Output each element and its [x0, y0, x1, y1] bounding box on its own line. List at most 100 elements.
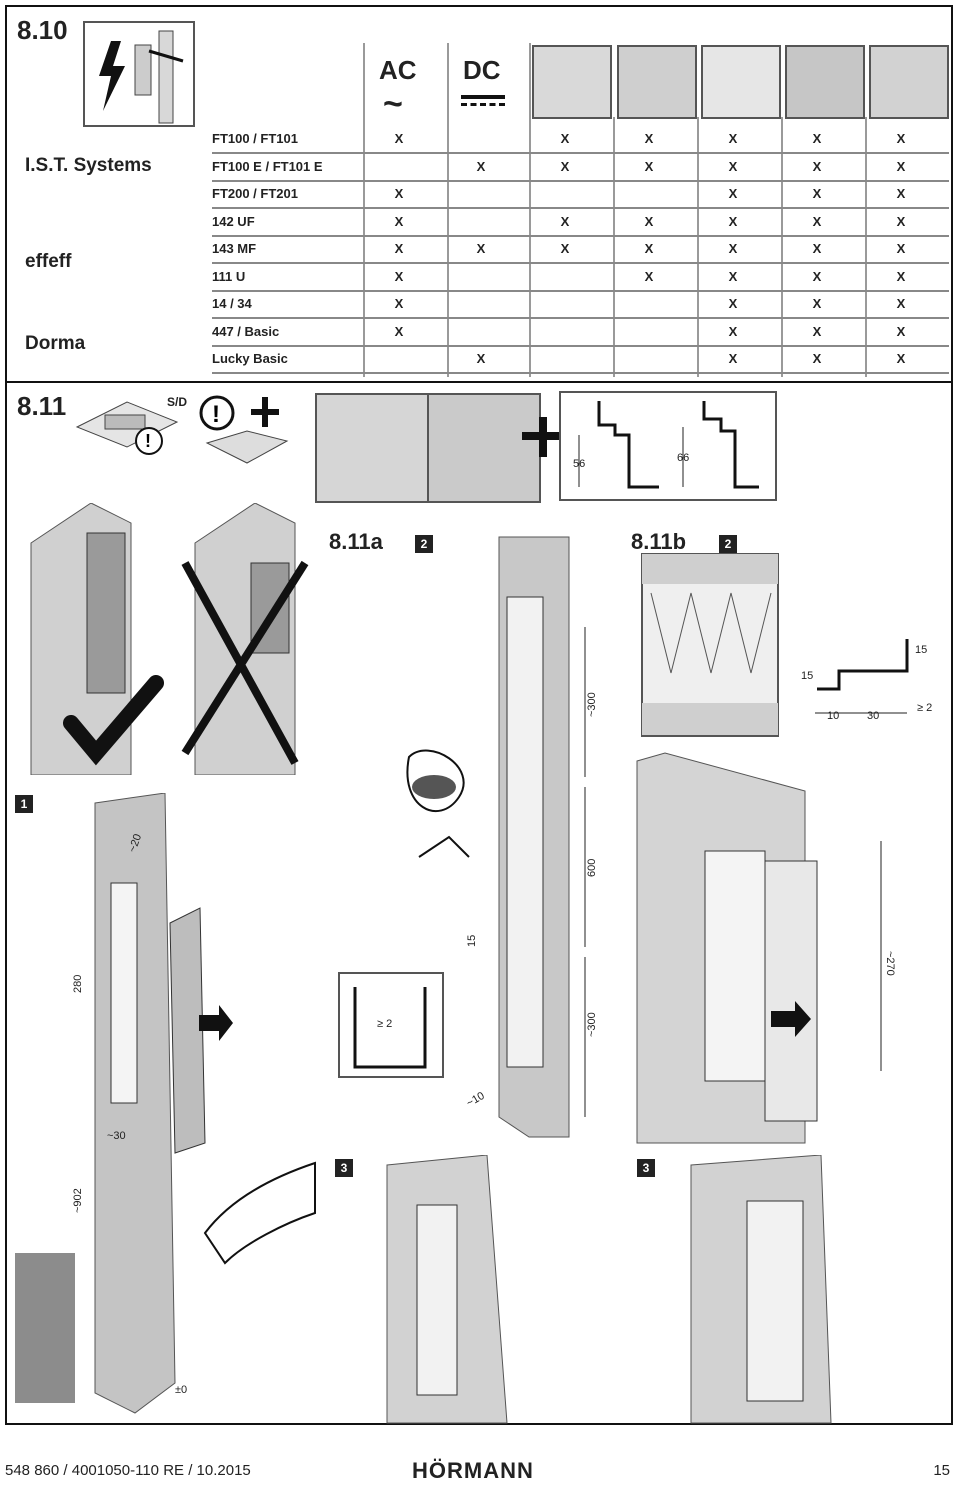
compatibility-mark: X — [644, 213, 654, 229]
compatibility-mark: X — [560, 158, 570, 174]
profile-dim-66: 66 — [677, 452, 689, 464]
dim-b-15-left: 15 — [801, 670, 813, 682]
dc-header: DC — [463, 55, 501, 85]
thumb-door-indoor — [701, 45, 781, 119]
compatibility-mark: X — [896, 351, 906, 366]
compatibility-mark: X — [896, 131, 906, 146]
compatibility-mark: X — [896, 268, 906, 284]
compatibility-mark: X — [812, 213, 822, 229]
compatibility-mark: X — [476, 241, 486, 256]
thumb-outdoor-weather — [617, 45, 697, 119]
profile-offset-diagram: 15 15 10 30 ≥ 2 — [801, 639, 932, 722]
brand-effeff: effeff — [25, 251, 72, 272]
dim-b-15-right: 15 — [915, 644, 927, 656]
model-name: 447 / Basic — [212, 323, 280, 339]
compatibility-mark: X — [812, 186, 822, 201]
frame-profile-diagram: 56 66 — [559, 391, 777, 501]
plus-icon-vertical — [539, 417, 547, 457]
cutting-illustration: ~20 280 ~30 ~902 ±0 — [15, 793, 316, 1414]
model-name: FT100 E / FT101 E — [212, 158, 323, 174]
compatibility-mark: X — [896, 323, 906, 339]
dim-b-30: 30 — [867, 710, 879, 722]
dim-b-270: ~270 — [884, 951, 896, 976]
sd-label: S/D — [167, 395, 188, 409]
model-name: FT200 / FT201 — [212, 186, 298, 201]
dim-1-280: 280 — [72, 975, 84, 993]
table-divider — [613, 117, 615, 377]
dc-line-icon — [461, 95, 505, 99]
compatibility-mark: X — [812, 296, 822, 311]
compatibility-mark: X — [896, 296, 906, 311]
thumb-outdoor-grass — [532, 45, 612, 119]
page-frame: 8.10 AC ~ DC I.S.T. Systems effeff Dorma… — [5, 5, 953, 1425]
model-name: 142 UF — [212, 213, 255, 229]
table-divider — [363, 43, 365, 377]
compatibility-mark: X — [644, 268, 654, 284]
dim-b-min2: ≥ 2 — [917, 702, 932, 714]
thumb-person-access — [785, 45, 865, 119]
compatibility-mark: X — [644, 131, 654, 146]
compatibility-mark: X — [728, 241, 738, 256]
compatibility-mark: X — [394, 241, 404, 256]
compatibility-mark: X — [728, 213, 738, 229]
section-8-11a-title: 8.11a — [329, 529, 383, 554]
brand-logo: HÖRMANN — [412, 1458, 534, 1483]
compatibility-mark: X — [728, 351, 738, 366]
incorrect-installation-illustration — [181, 503, 309, 775]
dim-a-600: 600 — [586, 859, 598, 877]
table-row: Lucky Basic X X X X — [212, 345, 949, 374]
table-divider — [447, 43, 449, 377]
compatibility-mark: X — [476, 351, 486, 366]
compatibility-mark: X — [728, 131, 738, 146]
installation-8-11b-diagram: ~270 — [636, 752, 896, 1144]
compatibility-mark: X — [394, 213, 404, 229]
thumb-key-lock — [869, 45, 949, 119]
section-8-11b-title: 8.11b — [631, 529, 687, 554]
compatibility-mark: X — [812, 351, 822, 366]
dim-a-10: ~10 — [465, 1090, 487, 1110]
model-name: FT100 / FT101 — [212, 131, 298, 146]
compatibility-mark: X — [728, 268, 738, 284]
model-name: Lucky Basic — [212, 351, 288, 366]
compatibility-mark: X — [560, 241, 570, 256]
compatibility-mark: X — [728, 158, 738, 174]
table-divider — [529, 43, 531, 377]
dim-a-15: 15 — [466, 935, 478, 947]
dim-1-902: ~902 — [72, 1188, 84, 1213]
compatibility-mark: X — [728, 186, 738, 201]
compatibility-mark: X — [812, 158, 822, 174]
svg-text:!: ! — [212, 401, 220, 428]
section-separator — [7, 381, 951, 383]
warning-plus-icon: ! — [199, 395, 289, 464]
table-divider — [865, 117, 867, 377]
compatibility-mark: X — [812, 268, 822, 284]
dim-1-30: ~30 — [107, 1130, 126, 1142]
dim-a-300-bottom: ~300 — [586, 1012, 598, 1037]
compatibility-mark: X — [812, 131, 822, 146]
brand-dorma: Dorma — [25, 333, 86, 354]
correct-installation-illustration — [30, 503, 164, 775]
ac-wave-icon: ~ — [383, 85, 403, 123]
dim-a-min2: ≥ 2 — [377, 1018, 392, 1030]
brand-ist-systems: I.S.T. Systems — [25, 155, 152, 176]
finished-installation-b — [690, 1155, 832, 1424]
compatibility-mark: X — [728, 296, 738, 311]
compatibility-mark: X — [394, 296, 404, 311]
thumb-outdoor-weather-2 — [427, 393, 541, 503]
compatibility-mark: X — [394, 186, 404, 201]
svg-text:!: ! — [145, 431, 151, 451]
ac-header: AC — [379, 55, 417, 85]
thumb-outdoor-grass-2 — [315, 393, 429, 503]
compatibility-mark: X — [394, 131, 404, 146]
installation-8-11a-diagram: ~300 600 ~300 15 ≥ 2 ~10 — [338, 536, 598, 1138]
electric-hazard-icon — [83, 21, 195, 127]
compatibility-mark: X — [896, 158, 906, 174]
step-2-badge: 2 — [415, 535, 433, 553]
compatibility-mark: X — [644, 158, 654, 174]
step-1-badge: 1 — [15, 795, 33, 813]
